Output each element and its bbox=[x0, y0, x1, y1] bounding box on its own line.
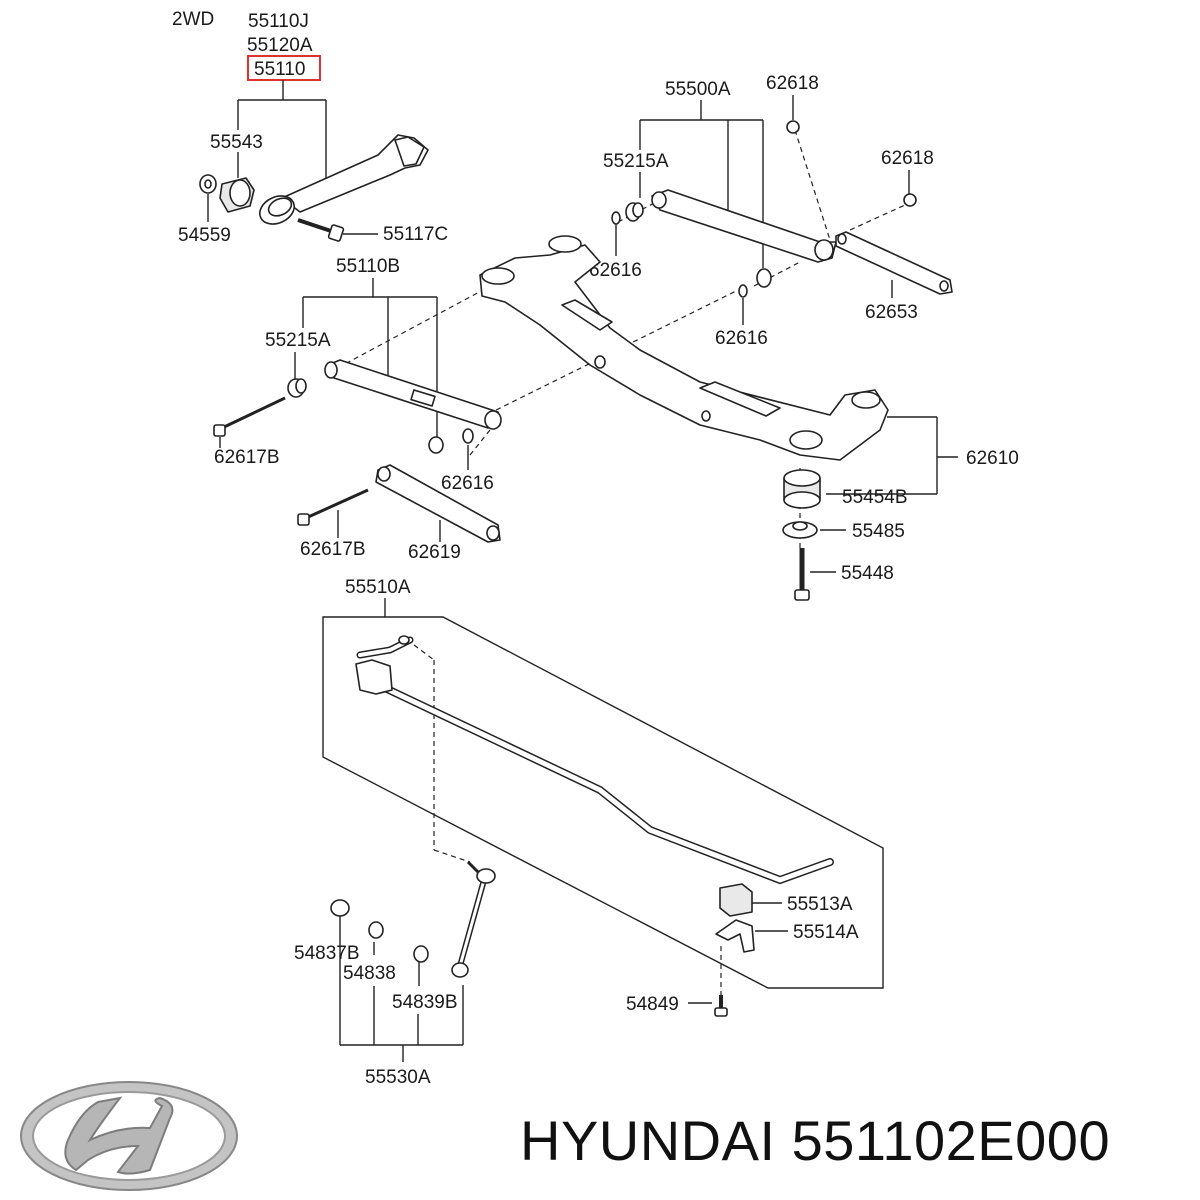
part-label-55110B[interactable]: 55110B bbox=[336, 256, 400, 277]
part-label-62616-lower[interactable]: 62616 bbox=[441, 473, 494, 494]
stabilizer-clamp-55514A[interactable] bbox=[715, 919, 755, 953]
part-label-55110-highlighted[interactable]: 55110 bbox=[254, 59, 305, 80]
washer-62616-lower[interactable] bbox=[462, 428, 474, 444]
link-62653[interactable] bbox=[835, 231, 953, 295]
part-label-55513A[interactable]: 55513A bbox=[787, 894, 853, 915]
trailing-arm-55110[interactable] bbox=[255, 134, 429, 229]
hyundai-logo bbox=[20, 1081, 238, 1191]
part-label-55485[interactable]: 55485 bbox=[852, 521, 905, 542]
variant-label: 2WD bbox=[172, 9, 214, 30]
part-label-55110J[interactable]: 55110J bbox=[248, 11, 309, 32]
part-label-55510A[interactable]: 55510A bbox=[345, 577, 411, 598]
part-label-55514A[interactable]: 55514A bbox=[793, 922, 859, 943]
part-label-62610[interactable]: 62610 bbox=[966, 448, 1019, 469]
part-label-55530A[interactable]: 55530A bbox=[365, 1067, 431, 1088]
part-label-54849[interactable]: 54849 bbox=[626, 994, 679, 1015]
washer-62616-upper[interactable] bbox=[611, 211, 621, 225]
bolt-55448[interactable] bbox=[794, 548, 810, 601]
bushing-55215A-right[interactable] bbox=[625, 202, 644, 222]
ring-54838[interactable] bbox=[368, 921, 384, 939]
bushing-lower-left[interactable] bbox=[428, 436, 444, 454]
part-label-55215A-left[interactable]: 55215A bbox=[265, 330, 331, 351]
part-label-55543[interactable]: 55543 bbox=[210, 132, 263, 153]
upper-arm-55500A[interactable] bbox=[651, 189, 837, 263]
stabilizer-bushing-55513A[interactable] bbox=[719, 883, 753, 917]
bushing-55215A-left[interactable] bbox=[287, 378, 307, 398]
part-label-54837B[interactable]: 54837B bbox=[294, 943, 360, 964]
part-label-62619[interactable]: 62619 bbox=[408, 542, 461, 563]
nut-62618-upper[interactable] bbox=[786, 120, 800, 134]
bolt-62617B-lower[interactable] bbox=[297, 488, 369, 526]
part-label-62653[interactable]: 62653 bbox=[865, 302, 918, 323]
part-label-62618-lower[interactable]: 62618 bbox=[881, 148, 934, 169]
washer-62616-middle[interactable] bbox=[738, 284, 748, 298]
highlight-box bbox=[247, 55, 321, 81]
part-label-62618-upper[interactable]: 62618 bbox=[766, 73, 819, 94]
bushing-55543[interactable] bbox=[219, 177, 255, 213]
part-label-62617B-upper[interactable]: 62617B bbox=[214, 447, 280, 468]
stabilizer-group-frame bbox=[322, 616, 884, 989]
part-label-54559[interactable]: 54559 bbox=[178, 225, 231, 246]
part-label-62617B-lower[interactable]: 62617B bbox=[300, 539, 366, 560]
part-label-55215A-right[interactable]: 55215A bbox=[603, 151, 669, 172]
link-62619[interactable] bbox=[375, 464, 501, 543]
ring-54839B[interactable] bbox=[413, 945, 429, 963]
part-label-55500A[interactable]: 55500A bbox=[665, 79, 731, 100]
part-label-55120A[interactable]: 55120A bbox=[247, 35, 313, 56]
part-label-55454B[interactable]: 55454B bbox=[842, 487, 908, 508]
leader-lines bbox=[207, 80, 958, 1062]
stabilizer-link-55530A[interactable] bbox=[451, 860, 496, 978]
part-label-62616-middle[interactable]: 62616 bbox=[715, 328, 768, 349]
nut-62618-lower[interactable] bbox=[903, 193, 917, 207]
stabilizer-bar-55510A[interactable] bbox=[355, 635, 834, 885]
crossmember-62610[interactable] bbox=[479, 235, 889, 461]
part-label-54838[interactable]: 54838 bbox=[343, 963, 396, 984]
brand-caption: HYUNDAI 551102E000 bbox=[520, 1109, 1111, 1172]
mount-bushing-55454B[interactable] bbox=[783, 469, 821, 509]
bolt-62617B-upper[interactable] bbox=[213, 396, 286, 437]
part-label-54839B[interactable]: 54839B bbox=[392, 992, 458, 1013]
nut-54559[interactable] bbox=[199, 174, 217, 194]
dust-cover-54837B[interactable] bbox=[330, 899, 350, 917]
bushing-right-lower[interactable] bbox=[756, 268, 772, 288]
lateral-arm-55110B[interactable] bbox=[324, 359, 502, 430]
washer-55485[interactable] bbox=[782, 521, 818, 539]
part-label-55448[interactable]: 55448 bbox=[841, 563, 894, 584]
part-label-55117C[interactable]: 55117C bbox=[383, 224, 448, 245]
part-label-62616-upper[interactable]: 62616 bbox=[589, 260, 642, 281]
bolt-54849[interactable] bbox=[714, 995, 728, 1017]
bolt-55117C[interactable] bbox=[297, 218, 345, 242]
